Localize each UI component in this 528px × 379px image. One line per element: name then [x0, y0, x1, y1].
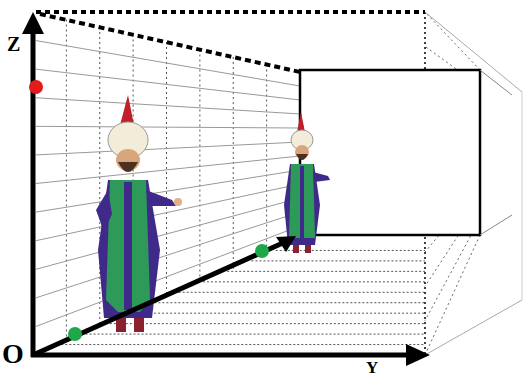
grid-line: [106, 323, 425, 324]
grid-line: [425, 235, 480, 355]
grid-line: [36, 69, 300, 100]
grid-line: [36, 142, 300, 155]
grid-line: [36, 156, 300, 184]
grid-line: [36, 212, 300, 298]
axis-label: Y: [366, 359, 378, 376]
grid-line: [36, 198, 300, 269]
grid-line: [36, 126, 300, 128]
grid-line: [179, 292, 425, 293]
grid-line: [82, 334, 425, 335]
origin-label: O: [2, 340, 24, 368]
grid-line: [36, 98, 300, 114]
grid-line: [154, 302, 425, 303]
grid-line: [227, 271, 425, 272]
grid-line: [36, 170, 300, 212]
grid-line: [130, 313, 425, 314]
grid-line: [36, 184, 300, 241]
grid-line: [36, 226, 300, 326]
axis-label: Z: [7, 34, 20, 54]
grid-line: [251, 260, 425, 261]
grid-line: [57, 344, 425, 345]
grid-line: [203, 281, 425, 282]
grid-line: [425, 12, 480, 70]
